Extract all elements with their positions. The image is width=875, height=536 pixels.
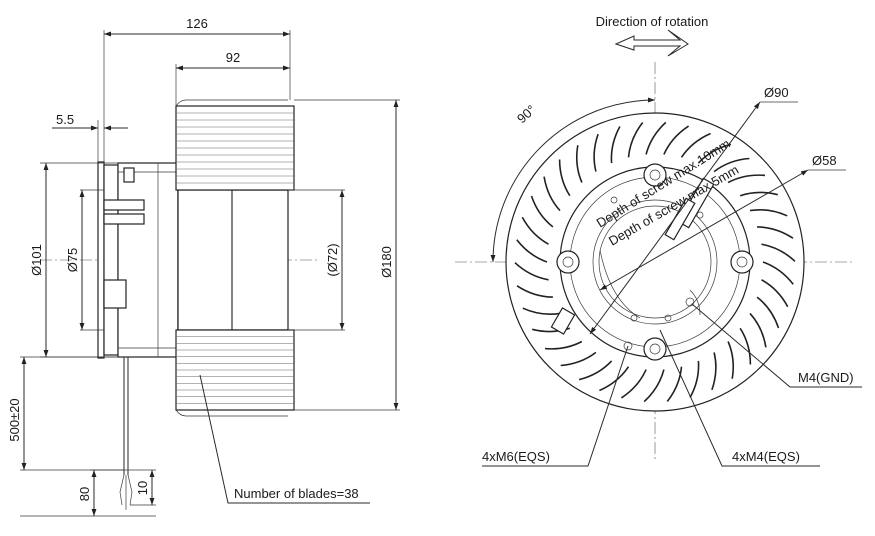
dim-text-10: 10 — [135, 481, 150, 495]
blades-note: Number of blades=38 — [234, 486, 359, 501]
connector-front — [550, 307, 576, 335]
gnd-leader — [691, 303, 862, 388]
label-m6: 4xM6(EQS) — [482, 449, 550, 464]
connector-block — [103, 279, 127, 309]
dim-text-80: 80 — [77, 487, 92, 501]
blade — [643, 369, 665, 403]
blade — [727, 341, 735, 379]
blades-leader — [199, 374, 370, 504]
dim-text-75: Ø75 — [65, 248, 80, 273]
motor-body — [117, 162, 179, 358]
impeller-blades-top — [175, 105, 295, 191]
front-view: Depth of screw max.10mm Depth of screw m… — [455, 14, 862, 467]
dim-text-72: (Ø72) — [325, 243, 340, 276]
blade — [620, 369, 647, 399]
impeller-blades-bottom — [175, 329, 295, 411]
connector-tab-2 — [103, 213, 145, 225]
m6-leader — [482, 345, 629, 467]
dim-line-58 — [599, 169, 809, 291]
m4-leader — [659, 329, 820, 467]
dim-text-90: Ø90 — [764, 85, 789, 100]
dim-text-180: Ø180 — [379, 246, 394, 278]
hub-ring — [177, 189, 233, 331]
dim-text-58: Ø58 — [812, 153, 837, 168]
blade — [689, 360, 700, 398]
blade — [522, 307, 561, 315]
blade — [560, 351, 597, 367]
blade — [578, 360, 613, 381]
dim-text-92: 92 — [226, 50, 240, 65]
dim-text-101: Ø101 — [29, 244, 44, 276]
dim-text-126: 126 — [186, 16, 208, 31]
power-cable — [119, 357, 133, 510]
rotation-label: Direction of rotation — [596, 14, 709, 29]
blade — [711, 352, 717, 391]
label-gnd: M4(GND) — [798, 370, 854, 385]
label-m4: 4xM4(EQS) — [732, 449, 800, 464]
rotation-arrow-icon — [614, 29, 689, 57]
blade — [514, 262, 549, 281]
side-view: 126 92 5.5 Ø101 Ø75 (Ø72) Ø180 500±20 80… — [7, 16, 400, 517]
flange-collar — [103, 164, 119, 356]
connector-tab-1 — [103, 199, 145, 211]
blade — [516, 285, 553, 298]
angle-label: 90° — [514, 102, 539, 126]
blade — [544, 340, 583, 350]
dim-text-5-5: 5.5 — [56, 112, 74, 127]
flange-plate — [97, 161, 105, 359]
blade — [666, 366, 683, 402]
dim-text-500: 500±20 — [7, 398, 22, 441]
